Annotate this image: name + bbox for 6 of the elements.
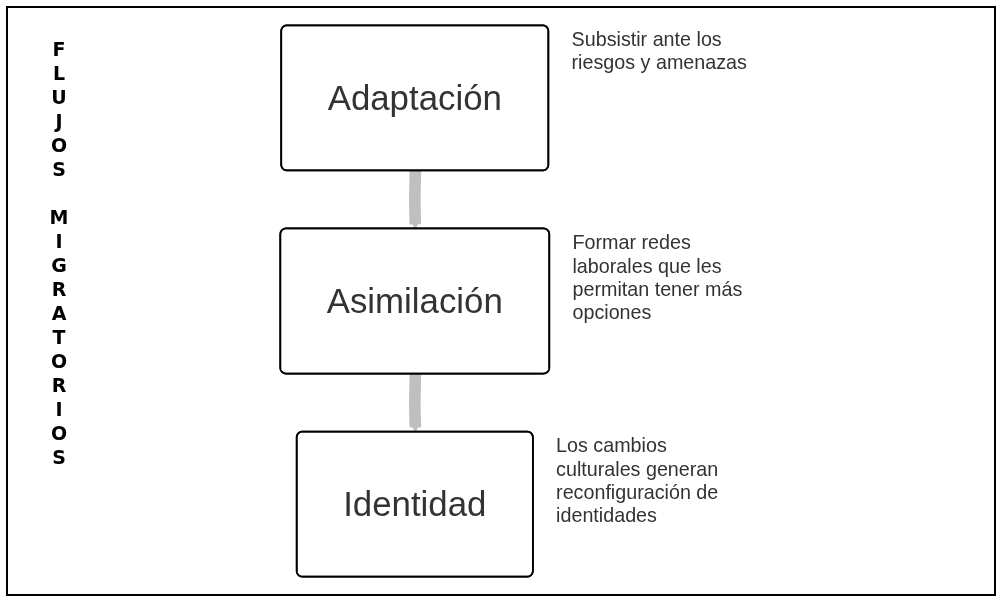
node-note: Subsistir ante los riesgos y amenazas [571,28,747,74]
vertical-title: FLUJOS MIGRATORIOS [48,38,70,472]
arrow [408,170,422,230]
node-note: Formar redes laborales que les permitan tener más opciones [572,231,743,323]
node-note: Los cambios culturales generan reconfiguración de identidades [556,434,719,527]
arrow [408,374,422,433]
